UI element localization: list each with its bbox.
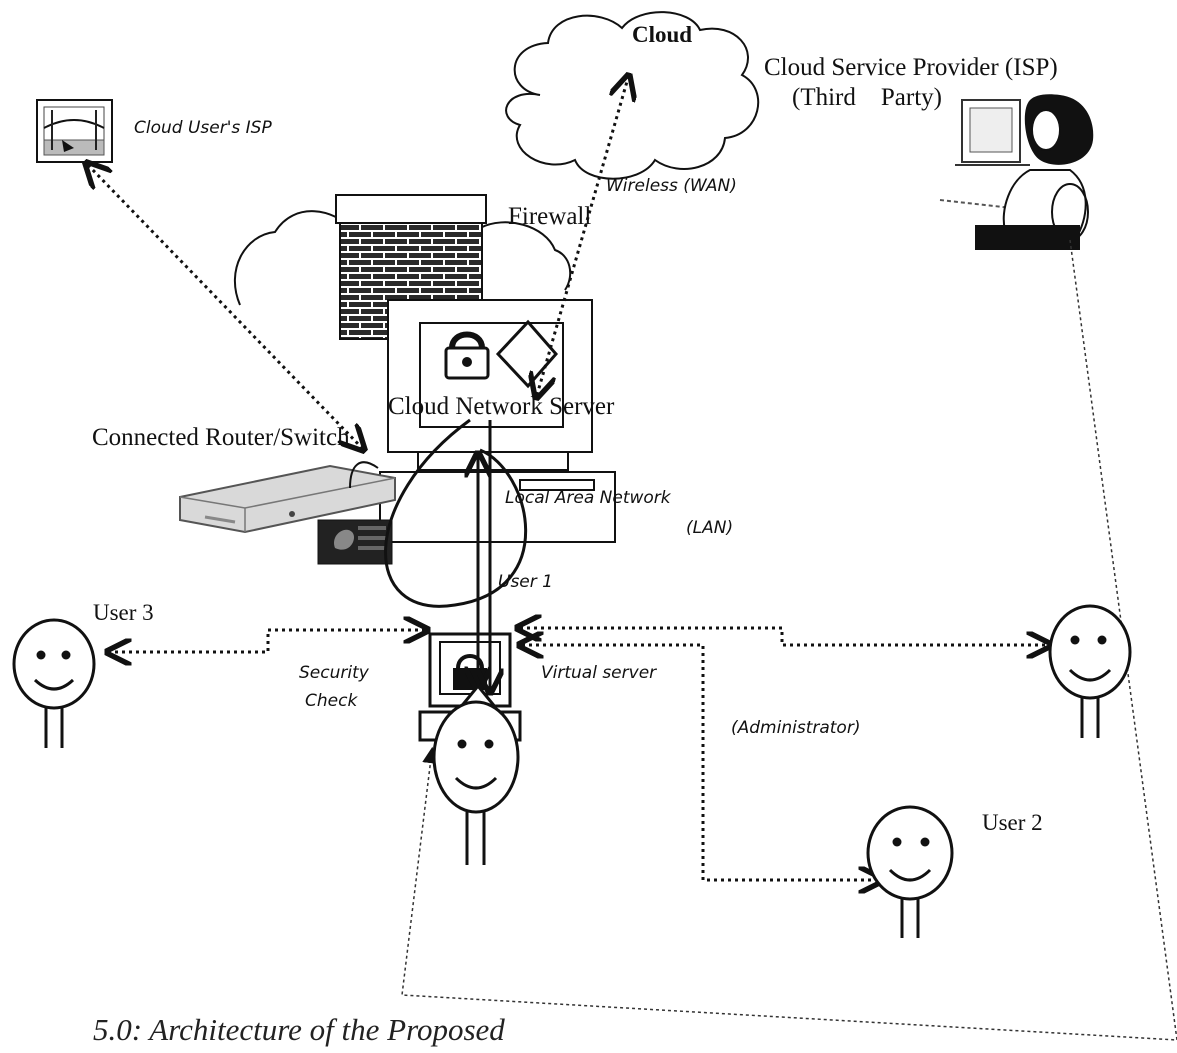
lan-drive-slot (519, 479, 595, 491)
router-link-arc (349, 461, 379, 489)
wireless-wan-link (537, 78, 628, 395)
cloud-label: Cloud (632, 22, 693, 47)
admin-link (520, 628, 1048, 645)
lan-label-line2: (LAN) (686, 518, 734, 538)
user3-figure (12, 618, 96, 748)
virtual-server-label: Virtual server (541, 663, 657, 683)
user1-figure (432, 683, 520, 865)
lan-loop (384, 418, 528, 608)
cloud-users-isp-icon (36, 99, 113, 163)
security-check-label-line2: Check (305, 691, 358, 711)
lan-label-line1: Local Area Network (505, 488, 671, 508)
user2-figure (866, 805, 954, 938)
user3-label: User 3 (93, 600, 154, 625)
router-icon (179, 464, 396, 565)
user2-label: User 2 (982, 810, 1043, 835)
lock-icon (444, 331, 490, 380)
figure-caption: 5.0: Architecture of the Proposed (93, 1012, 505, 1047)
administrator-label: (Administrator) (731, 718, 861, 738)
cloud-users-isp-label: Cloud User's ISP (134, 118, 272, 138)
user3-link (110, 630, 425, 652)
third-party-person-icon (939, 94, 1094, 250)
firewall-label: Firewall (508, 203, 592, 230)
user2-link (522, 645, 880, 880)
cloud-network-server-label: Cloud Network Server (388, 393, 615, 420)
administrator-figure (1048, 604, 1132, 738)
cloud-users-isp-link (88, 165, 362, 448)
csp-label-line1: Cloud Service Provider (ISP) (764, 54, 1058, 81)
security-check-label-line1: Security (299, 663, 369, 683)
user1-label: User 1 (498, 572, 553, 592)
csp-label-line2: (Third Party) (792, 84, 942, 111)
wireless-wan-label: Wireless (WAN) (606, 176, 737, 196)
router-label: Connected Router/Switch (92, 424, 350, 451)
